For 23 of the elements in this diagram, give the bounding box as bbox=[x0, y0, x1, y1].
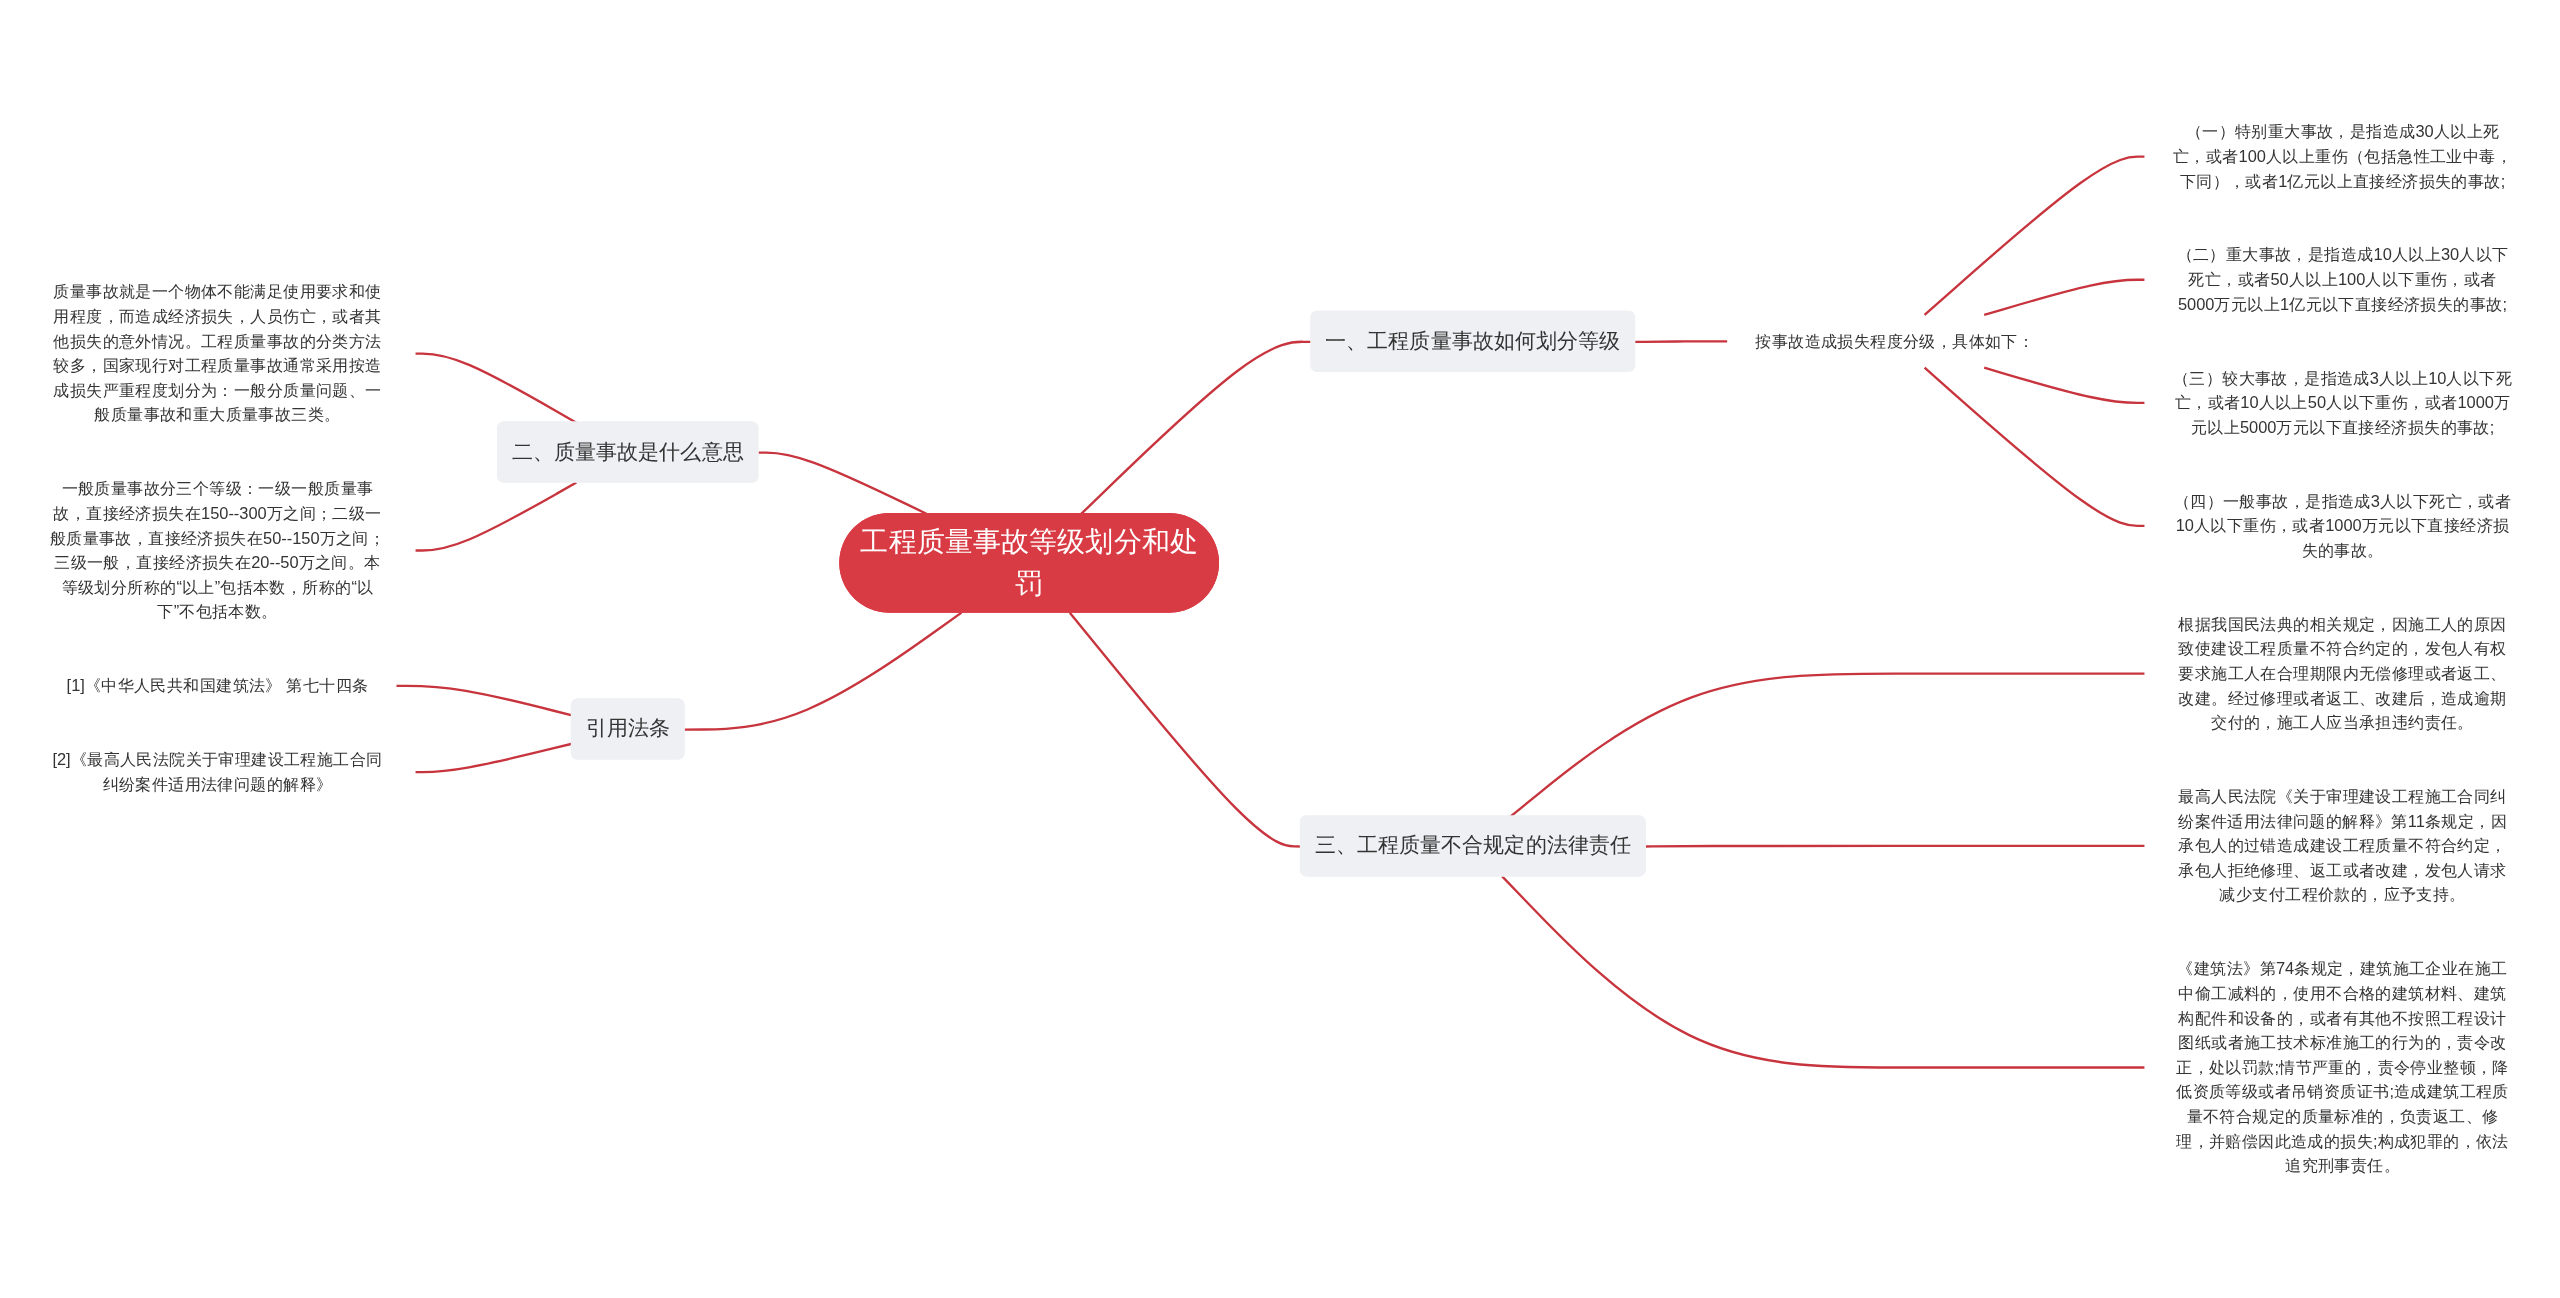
connector bbox=[415, 481, 577, 552]
node-text: （四）一般事故，是指造成3人以下死亡，或者10人以下重伤，或者1000万元以下直接经济损失的事故。 bbox=[2173, 491, 2512, 560]
connector bbox=[1501, 875, 2145, 1069]
connector bbox=[1509, 672, 2145, 818]
connector bbox=[1983, 278, 2145, 317]
node-text: 根据我国民法典的相关规定，因施工人的原因致使建设工程质量不符合约定的，发包人有权要求施工人在合理期限内无偿修理或者返工、改建。经过修理或者返工、改建后，造成逾期交付的，施工人应当承担违约责任。 bbox=[2178, 614, 2507, 732]
node-text: （二）重大事故，是指造成10人以上30人以下死亡，或者50人以上100人以下重伤，或者5000万元以上1亿元以下直接经济损失的事故; bbox=[2176, 245, 2509, 314]
connector bbox=[1983, 366, 2145, 405]
node-text: [2]《最高人民法院关于审理建设工程施工合同纠纷案件适用法律问题的解释》 bbox=[52, 749, 383, 794]
node-text: （三）较大事故，是指造成3人以上10人以下死亡，或者10人以上50人以下重伤，或者1000万元以上5000万元以下直接经济损失的事故; bbox=[2172, 368, 2513, 437]
node-text: 质量事故就是一个物体不能满足使用要求和使用程度，而造成经济损失，人员伤亡，或者其他损失的意外情况。工程质量事故的分类方法较多，国家现行对工程质量事故通常采用按造成损失严重程度划分为：一般分质量问题、一般质量事故和重大质量事故三类。 bbox=[53, 282, 382, 424]
node-text: （一）特别重大事故，是指造成30人以上死亡，或者100人以上重伤（包括急性工业中毒，下同），或者1亿元以上直接经济损失的事故; bbox=[2172, 122, 2513, 191]
node-text: [1]《中华人民共和国建筑法》 第七十四条 bbox=[66, 675, 369, 695]
connector bbox=[1923, 155, 2145, 316]
connector bbox=[1645, 844, 2145, 848]
connector bbox=[415, 352, 577, 424]
connector bbox=[1923, 366, 2145, 528]
connector bbox=[684, 611, 963, 731]
node-text: 按事故造成损失程度分级，具体如下： bbox=[1755, 331, 2035, 351]
node-text: 一般质量事故分三个等级：一级一般质量事故，直接经济损失在150--300万之间；二级一般质量事故，直接经济损失在50--150万之间；三级一般，直接经济损失在20--50万之间。本等级划分所称的“以上”包括本数，所称的“以下”不包括本数。 bbox=[49, 479, 386, 621]
connector bbox=[1635, 340, 1728, 344]
node-text: 《建筑法》第74条规定，建筑施工企业在施工中偷工减料的，使用不合格的建筑材料、建筑构配件和设备的，或者有其他不按照工程设计图纸或者施工技术标准施工的行为的，责令改正，处以罚款;情节严重的，责令停业整顿，降低资质等级或者吊销资质证书;造成建筑工程质量不符合规定的质量标准的，负责返工、修理，并赔偿因此造成的损失;构成犯罪的，依法追究刑事责任。 bbox=[2176, 959, 2509, 1175]
node-text: 最高人民法院《关于审理建设工程施工合同纠纷案件适用法律问题的解释》第11条规定，因承包人的过错造成建设工程质量不符合约定，承包人拒绝修理、返工或者改建，发包人请求减少支付工程价款的，应予支持。 bbox=[2178, 786, 2507, 904]
